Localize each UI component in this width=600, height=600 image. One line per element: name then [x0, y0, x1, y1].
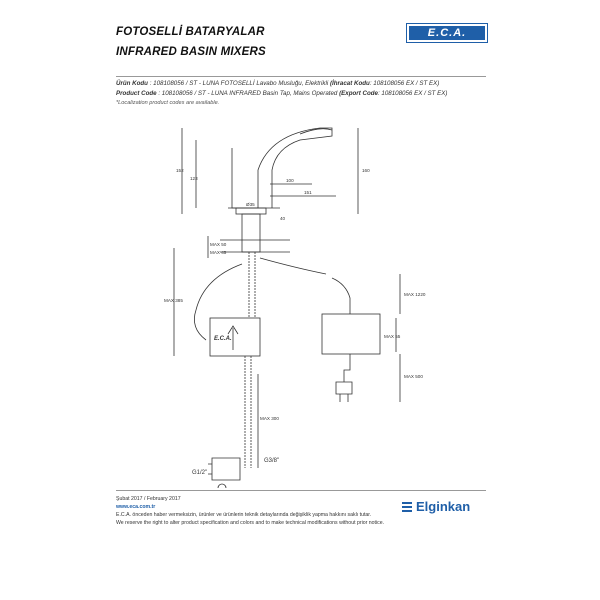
dim-max1220: MAX 1220 — [404, 292, 426, 297]
product-code-tr: Ürün Kodu : 108108056 / ST - LUNA FOTOSE… — [116, 80, 439, 88]
faucet-body — [231, 127, 333, 209]
elginkan-brand-text: Elginkan — [416, 499, 471, 514]
dim-max45: MAX 45 — [210, 250, 227, 255]
title-english: INFRARED BASIN MIXERS — [116, 46, 266, 58]
product-code-en: Product Code : 108108056 / ST - LUNA INF… — [116, 90, 447, 98]
eca-logo-text: E.C.A. — [409, 26, 485, 40]
adapter-cable — [343, 354, 351, 382]
dim-40: 40 — [280, 216, 286, 221]
spec-sheet: FOTOSELLİ BATARYALAR INFRARED BASIN MIXE… — [100, 12, 500, 588]
localization-note: *Localization product codes are availabl… — [116, 100, 220, 106]
thread-half-inch: G1/2" — [192, 470, 207, 476]
dim-max50: MAX 50 — [210, 242, 227, 247]
power-cable-left — [193, 263, 243, 341]
flex-hose — [248, 252, 256, 318]
dim-151: 151 — [304, 190, 312, 195]
product-code-tr-value: : 108108056 / ST - LUNA FOTOSELLİ Lavabo… — [149, 80, 329, 87]
faucet-spout — [299, 128, 333, 135]
product-code-en-value: : 108108056 / ST - LUNA INFRARED Basin T… — [158, 90, 338, 97]
dim-152: 152 — [176, 168, 184, 173]
technical-drawing: E.C.A. 152 123 100 — [164, 127, 426, 488]
product-code-en-label: Product Code — [116, 90, 157, 97]
dim-max500: MAX 500 — [404, 374, 423, 379]
dim-123: 123 — [190, 176, 198, 181]
thread-three-eighths: G3/8" — [264, 458, 279, 464]
title-turkish: FOTOSELLİ BATARYALAR — [116, 26, 265, 38]
footer-divider — [116, 490, 486, 491]
elginkan-logo: Elginkan — [402, 499, 470, 514]
dim-max385: MAX 385 — [164, 298, 183, 303]
control-box — [209, 317, 261, 357]
footer-date: Şubat 2017 / February 2017 — [116, 496, 181, 502]
adapter-input-cable — [331, 277, 351, 314]
mounting-shank — [241, 213, 261, 253]
product-code-tr-label: Ürün Kodu — [116, 80, 148, 87]
faucet-nut — [235, 207, 267, 215]
export-code-tr-value: : 108108056 EX / ST EX) — [369, 80, 440, 87]
lower-hose — [244, 356, 252, 468]
dim-100: 100 — [286, 178, 294, 183]
export-code-en-value: : 108108056 EX / ST EX) — [377, 90, 448, 97]
sensor-cable — [259, 257, 327, 275]
dim-max300: MAX 300 — [260, 416, 279, 421]
eca-logo: E.C.A. — [406, 23, 488, 43]
dim-35: Ø35 — [246, 202, 255, 207]
power-adapter — [321, 313, 381, 355]
angle-valve — [208, 457, 241, 481]
footer-disclaimer-tr: E.C.A. önceden haber vermeksizin, ürünle… — [116, 512, 372, 518]
elginkan-mark-icon — [402, 501, 412, 512]
control-box-logo: E.C.A. — [214, 336, 232, 342]
export-code-tr-label: (İhracat Kodu — [329, 80, 370, 87]
valve-handle — [217, 483, 227, 488]
footer-website[interactable]: www.eca.com.tr — [116, 504, 156, 510]
export-code-en-label: (Export Code — [339, 90, 378, 97]
header-divider — [116, 76, 486, 77]
control-arrow — [227, 325, 239, 350]
plug — [335, 381, 353, 402]
dim-max55: MAX 55 — [384, 334, 401, 339]
dim-160: 160 — [362, 168, 370, 173]
footer-disclaimer-en: We reserve the right to alter product sp… — [116, 520, 385, 526]
